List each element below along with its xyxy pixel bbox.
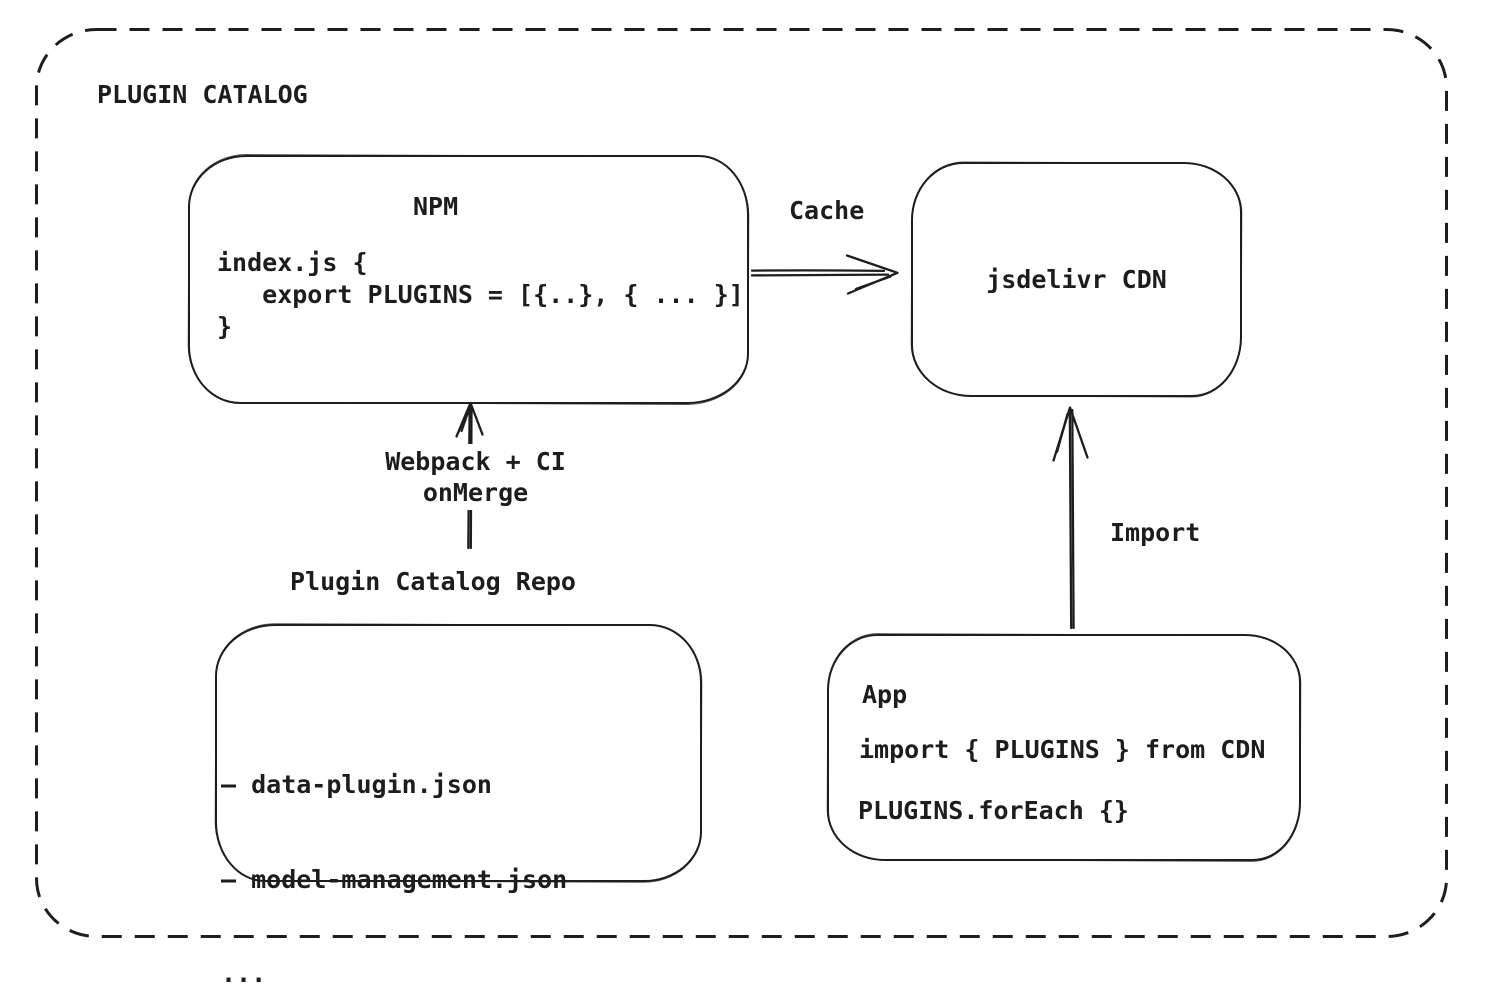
cdn-node-title: jsdelivr CDN (986, 265, 1167, 294)
cache-arrow (750, 254, 899, 295)
app-code-foreach-line: PLUGINS.forEach {} (858, 796, 1129, 825)
import-arrow (1052, 406, 1089, 630)
list-item: ... (221, 959, 267, 988)
build-arrow-label: Webpack + CI onMerge (352, 444, 599, 510)
repo-node-label: Plugin Catalog Repo (290, 567, 576, 596)
cdn-node-box: jsdelivr CDN (911, 162, 1242, 397)
app-node-title: App (862, 680, 908, 709)
npm-node-title: NPM (413, 192, 459, 221)
diagram-title: PLUGIN CATALOG (97, 80, 308, 109)
npm-code-snippet: index.js { export PLUGINS = [{..}, { ...… (217, 248, 744, 341)
repo-file-list: – data-plugin.json – model-management.js… (221, 706, 567, 1002)
list-item: – model-management.json (221, 864, 568, 894)
app-code-import-line: import { PLUGINS } from CDN (859, 735, 1266, 764)
list-item: – data-plugin.json (221, 770, 492, 799)
cache-arrow-label: Cache (789, 196, 865, 225)
import-arrow-label: Import (1110, 518, 1201, 547)
